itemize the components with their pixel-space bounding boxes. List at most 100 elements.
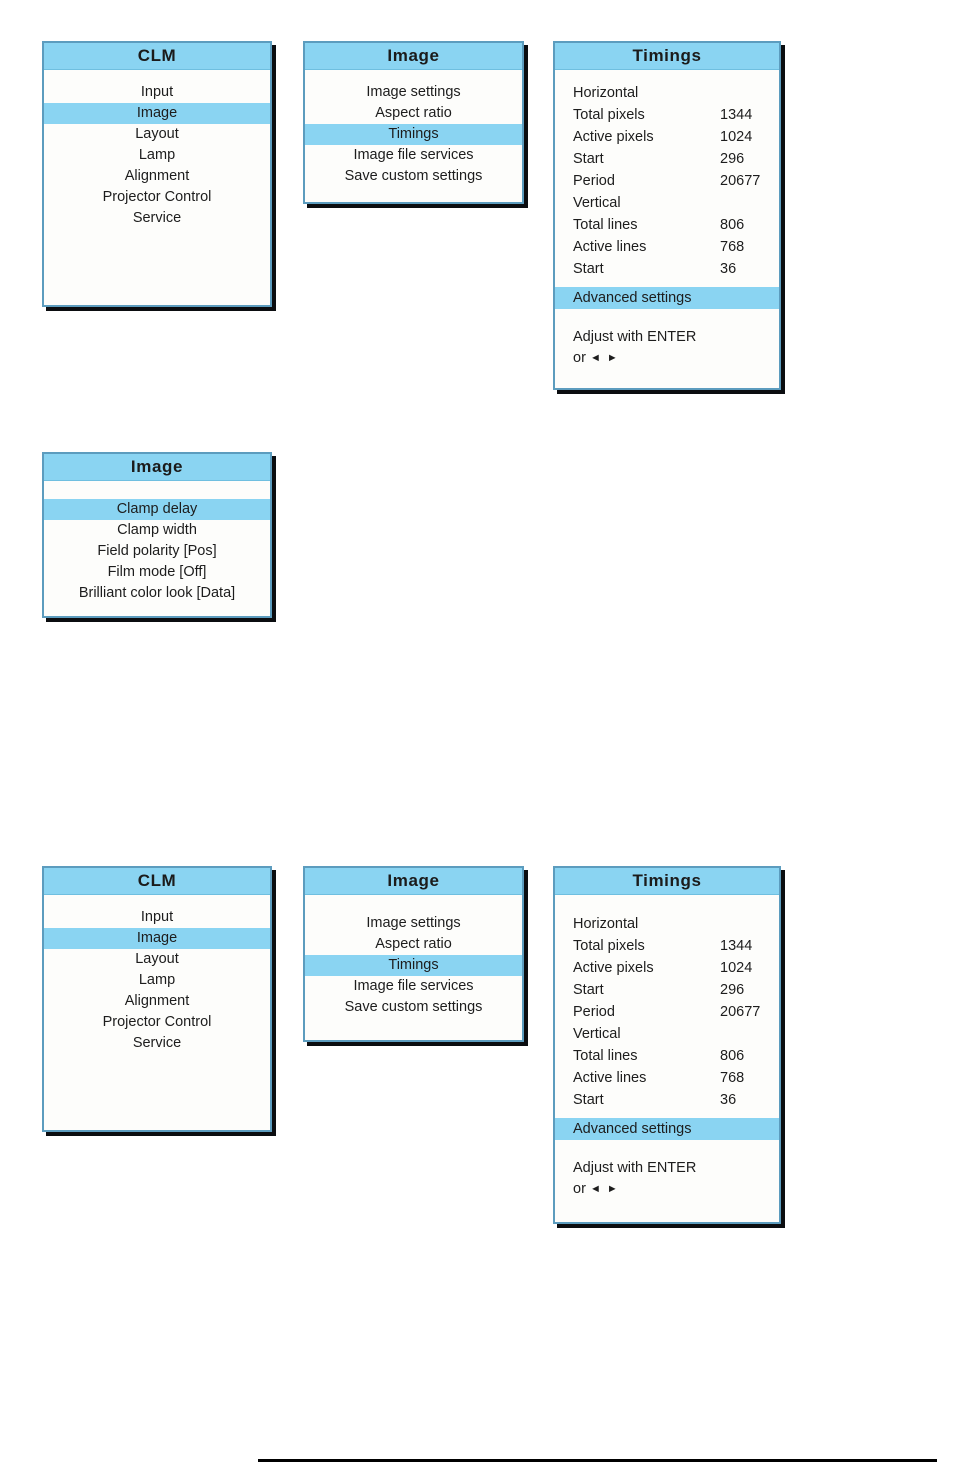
- timing-label: Vertical: [573, 195, 621, 211]
- menu-item-service[interactable]: Service: [132, 1035, 182, 1051]
- timing-row-total-pixels[interactable]: Total pixels 1344: [555, 935, 779, 957]
- right-arrow-icon: ►: [606, 352, 620, 364]
- menu-item-layout[interactable]: Layout: [135, 951, 179, 967]
- menu-item-image-file-services[interactable]: Image file services: [353, 978, 474, 994]
- timing-value: 1344: [720, 938, 753, 954]
- menu-item-advanced-settings[interactable]: Advanced settings: [555, 287, 779, 309]
- timing-label: Total pixels: [573, 107, 645, 123]
- spacer: [305, 895, 522, 913]
- timing-value: 1024: [720, 960, 753, 976]
- spacer: [555, 895, 779, 913]
- timing-label: Start: [573, 261, 604, 277]
- timing-label: Start: [573, 151, 604, 167]
- menu-item-timings[interactable]: Timings: [305, 955, 522, 976]
- menu-item-lamp[interactable]: Lamp: [138, 972, 176, 988]
- timing-value: 36: [720, 1092, 737, 1108]
- menu-item-projector-control[interactable]: Projector Control: [102, 189, 212, 205]
- timing-row-active-lines[interactable]: Active lines 768: [555, 236, 779, 258]
- timing-row-total-pixels[interactable]: Total pixels 1344: [555, 104, 779, 126]
- menu-item-save-custom-settings[interactable]: Save custom settings: [344, 999, 483, 1015]
- timing-label: Active lines: [573, 1070, 647, 1086]
- left-arrow-icon: ◄: [589, 1183, 603, 1195]
- menu-item-service[interactable]: Service: [132, 210, 182, 226]
- menu-item-timings[interactable]: Timings: [305, 124, 522, 145]
- timing-label: Total lines: [573, 1048, 638, 1064]
- osd-panel-clm-top: CLM Input Image Layout Lamp Alignment Pr…: [42, 41, 272, 307]
- osd-panel-image-top: Image Image settings Aspect ratio Timing…: [303, 41, 524, 204]
- menu-item-image-settings[interactable]: Image settings: [366, 915, 461, 931]
- timing-row-horizontal: Horizontal: [555, 913, 779, 935]
- menu-item-brilliant-color-look[interactable]: Brilliant color look [Data]: [78, 585, 236, 601]
- menu-item-layout[interactable]: Layout: [135, 126, 179, 142]
- menu-item-aspect-ratio[interactable]: Aspect ratio: [375, 936, 452, 952]
- spacer: [44, 481, 270, 499]
- osd-panel-clm-bottom: CLM Input Image Layout Lamp Alignment Pr…: [42, 866, 272, 1132]
- menu-item-image[interactable]: Image: [44, 103, 270, 124]
- timing-row-total-lines[interactable]: Total lines 806: [555, 1045, 779, 1067]
- hint-line-enter: Adjust with ENTER: [573, 1160, 697, 1176]
- timing-row-horizontal: Horizontal: [555, 82, 779, 104]
- menu-item-alignment[interactable]: Alignment: [124, 993, 190, 1009]
- hint-line-arrows: or ◄ ►: [555, 348, 779, 369]
- timing-row-active-pixels[interactable]: Active pixels 1024: [555, 126, 779, 148]
- menu-item-image-settings[interactable]: Image settings: [366, 84, 461, 100]
- panel-title: Image: [44, 454, 270, 481]
- hint-or-label: or: [573, 350, 586, 366]
- panel-body: Input Image Layout Lamp Alignment Projec…: [44, 895, 270, 1054]
- menu-item-image-file-services[interactable]: Image file services: [353, 147, 474, 163]
- menu-item-input[interactable]: Input: [140, 84, 174, 100]
- timing-value: 296: [720, 151, 745, 167]
- menu-item-clamp-width[interactable]: Clamp width: [117, 522, 197, 538]
- timing-label: Active pixels: [573, 960, 654, 976]
- timing-value: 806: [720, 217, 745, 233]
- timing-value: 768: [720, 239, 745, 255]
- timing-row-v-start[interactable]: Start 36: [555, 258, 779, 280]
- osd-panel-image-bottom: Image Image settings Aspect ratio Timing…: [303, 866, 524, 1042]
- timing-row-vertical: Vertical: [555, 1023, 779, 1045]
- menu-item-alignment[interactable]: Alignment: [124, 168, 190, 184]
- timing-label: Active lines: [573, 239, 647, 255]
- spacer: [555, 280, 779, 287]
- timing-row-period[interactable]: Period 20677: [555, 170, 779, 192]
- timing-label: Start: [573, 1092, 604, 1108]
- menu-item-aspect-ratio[interactable]: Aspect ratio: [375, 105, 452, 121]
- spacer: [555, 1140, 779, 1158]
- spacer: [555, 1111, 779, 1118]
- osd-panel-image-advanced: Image Clamp delay Clamp width Field pola…: [42, 452, 272, 618]
- panel-title: CLM: [44, 868, 270, 895]
- menu-item-image[interactable]: Image: [44, 928, 270, 949]
- menu-item-save-custom-settings[interactable]: Save custom settings: [344, 168, 483, 184]
- panel-body: Horizontal Total pixels 1344 Active pixe…: [555, 895, 779, 1200]
- menu-item-projector-control[interactable]: Projector Control: [102, 1014, 212, 1030]
- menu-item-clamp-delay[interactable]: Clamp delay: [44, 499, 270, 520]
- spacer: [44, 70, 270, 82]
- spacer: [555, 70, 779, 82]
- menu-item-advanced-settings[interactable]: Advanced settings: [555, 1118, 779, 1140]
- panel-body: Horizontal Total pixels 1344 Active pixe…: [555, 70, 779, 369]
- timing-label: Vertical: [573, 1026, 621, 1042]
- timing-label: Horizontal: [573, 916, 639, 932]
- timing-row-vertical: Vertical: [555, 192, 779, 214]
- timing-row-v-start[interactable]: Start 36: [555, 1089, 779, 1111]
- osd-panel-timings-top: Timings Horizontal Total pixels 1344 Act…: [553, 41, 781, 390]
- menu-item-film-mode[interactable]: Film mode [Off]: [107, 564, 207, 580]
- menu-item-input[interactable]: Input: [140, 909, 174, 925]
- timing-row-h-start[interactable]: Start 296: [555, 979, 779, 1001]
- hint-line-enter: Adjust with ENTER: [573, 329, 697, 345]
- timing-label: Total pixels: [573, 938, 645, 954]
- menu-item-lamp[interactable]: Lamp: [138, 147, 176, 163]
- timing-label: Period: [573, 1004, 615, 1020]
- left-arrow-icon: ◄: [589, 352, 603, 364]
- panel-title: Image: [305, 868, 522, 895]
- timing-row-active-pixels[interactable]: Active pixels 1024: [555, 957, 779, 979]
- timing-label: Horizontal: [573, 85, 639, 101]
- menu-item-field-polarity[interactable]: Field polarity [Pos]: [97, 543, 217, 559]
- timing-row-period[interactable]: Period 20677: [555, 1001, 779, 1023]
- timing-row-active-lines[interactable]: Active lines 768: [555, 1067, 779, 1089]
- timing-value: 20677: [720, 173, 761, 189]
- timing-row-total-lines[interactable]: Total lines 806: [555, 214, 779, 236]
- timing-value: 806: [720, 1048, 745, 1064]
- panel-body: Input Image Layout Lamp Alignment Projec…: [44, 70, 270, 229]
- timing-value: 768: [720, 1070, 745, 1086]
- timing-row-h-start[interactable]: Start 296: [555, 148, 779, 170]
